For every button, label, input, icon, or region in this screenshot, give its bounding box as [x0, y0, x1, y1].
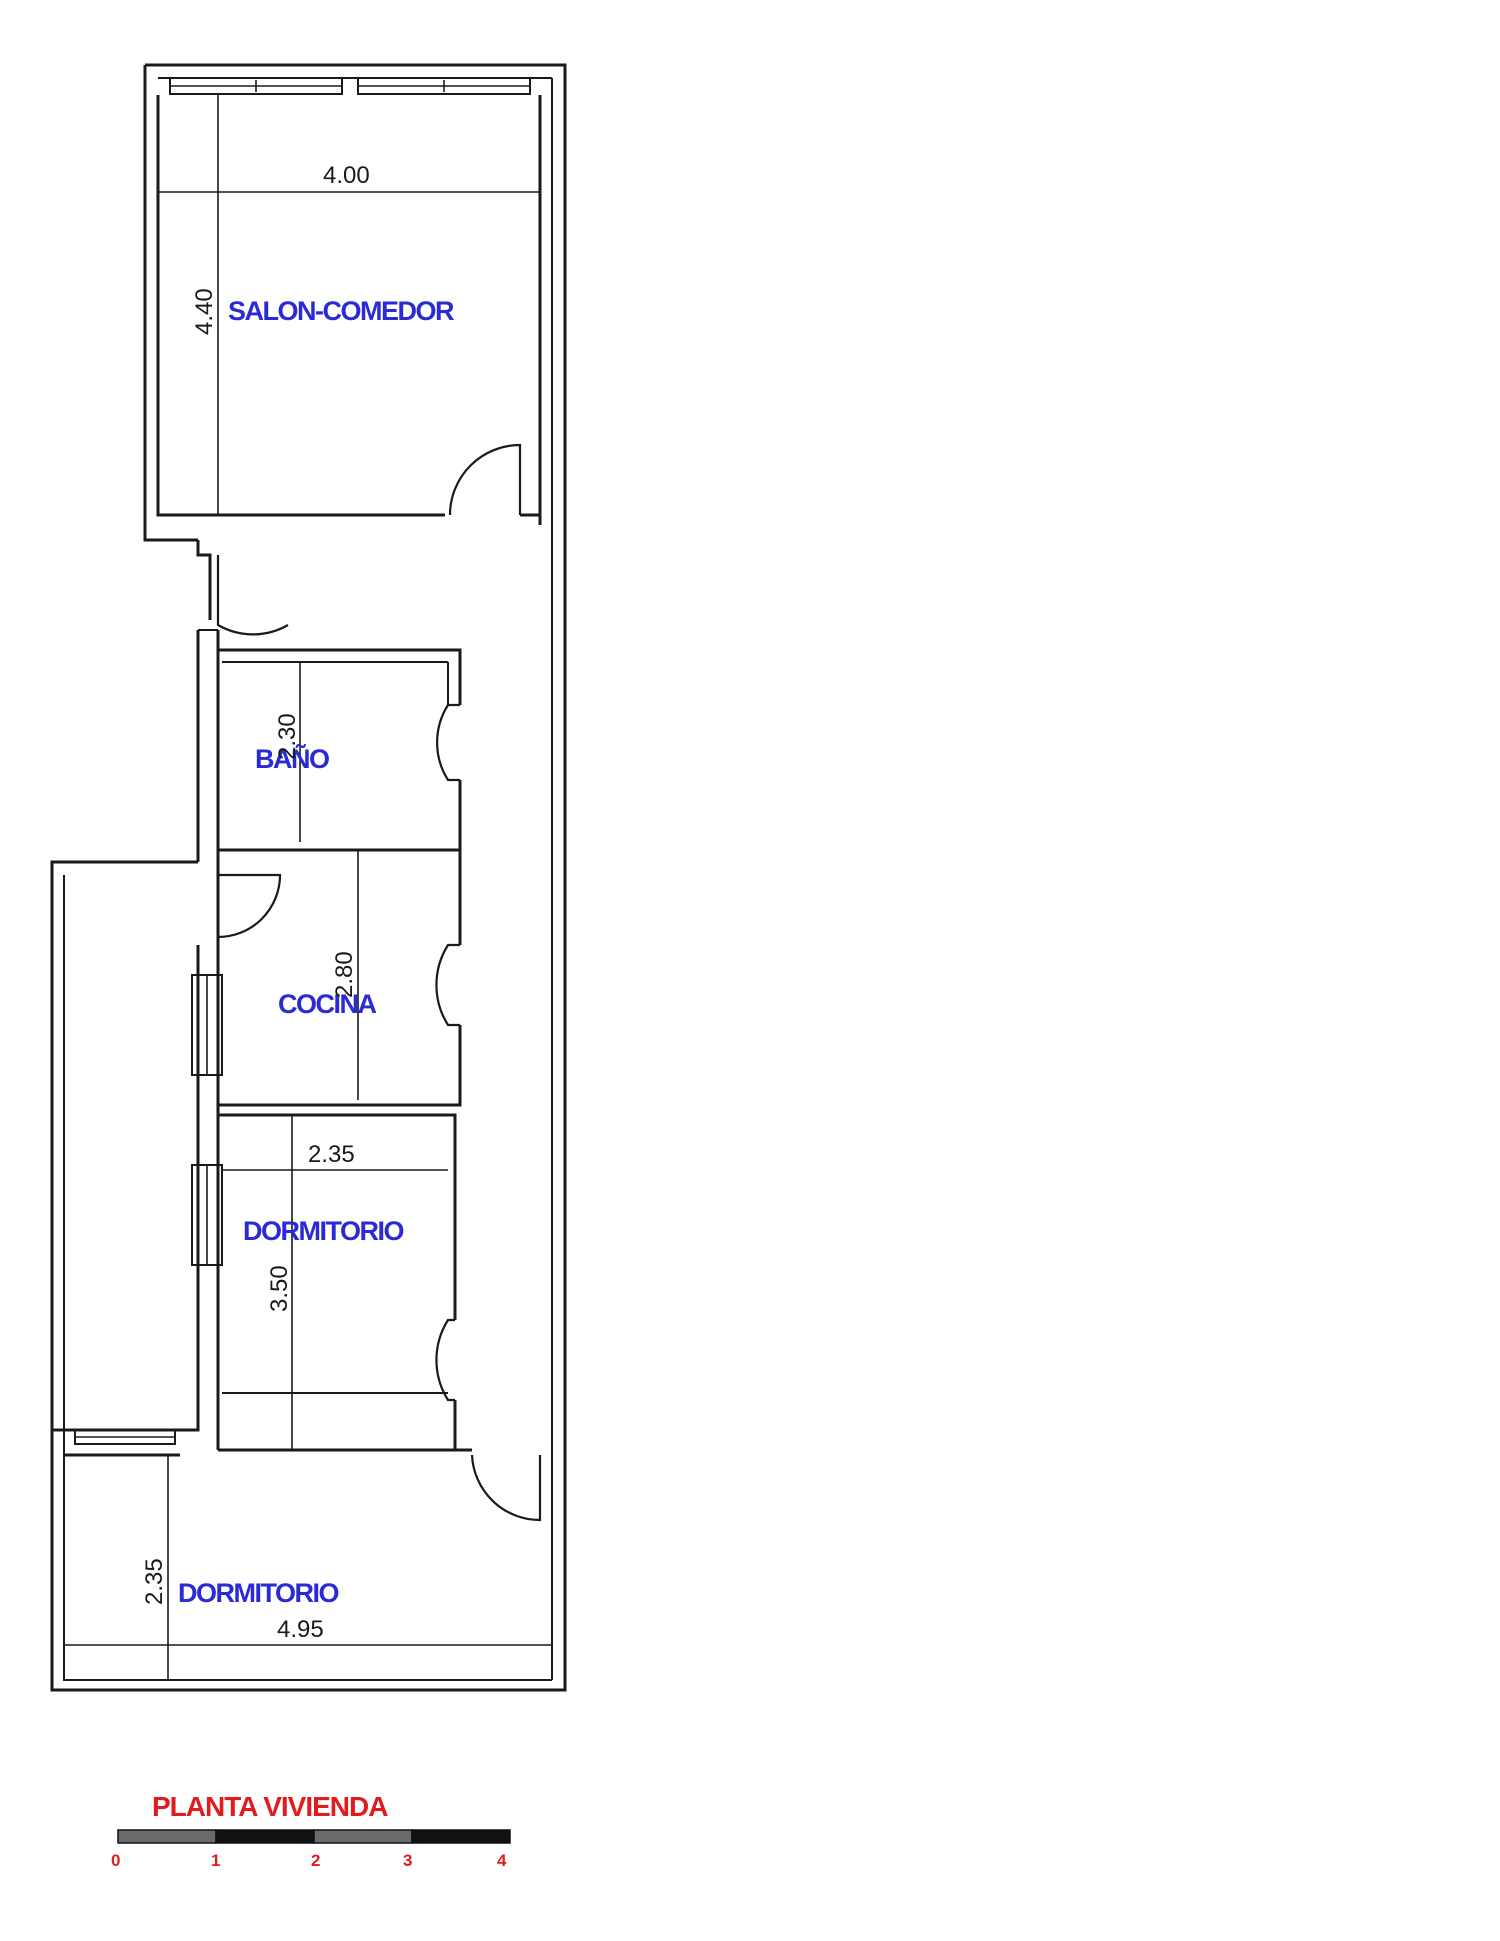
corridor-door: [455, 515, 542, 1522]
scale-tick-1: 1: [211, 1851, 220, 1870]
scale-segment-2: [313, 1829, 413, 1844]
room-label-dormitorio-2: DORMITORIO: [178, 1578, 338, 1608]
dim-bano-depth: 2.30: [274, 713, 301, 760]
room-label-cocina: COCINA: [278, 989, 376, 1019]
scale-tick-0: 0: [111, 1851, 120, 1870]
dim-dorm1-depth: 3.50: [266, 1265, 293, 1312]
scale-segment-3: [411, 1829, 511, 1844]
scale-tick-2: 2: [311, 1851, 320, 1870]
dim-cocina-depth: 2.80: [331, 951, 358, 998]
dim-dorm1-width: 2.35: [308, 1141, 355, 1168]
cocina-room: [191, 850, 462, 1107]
salon-room: [156, 95, 542, 517]
dormitorio2-room: [64, 1429, 552, 1680]
scale-segment-0: [117, 1829, 217, 1844]
room-label-bano: BAÑO: [255, 743, 329, 774]
entrance-door: [196, 540, 289, 636]
top-windows: [169, 77, 531, 95]
scale-tick-3: 3: [403, 1851, 412, 1870]
bano-room: [218, 648, 462, 852]
outer-walls: [50, 63, 567, 1692]
scale-tick-4: 4: [497, 1851, 507, 1870]
plan-title: PLANTA VIVIENDA: [152, 1791, 388, 1822]
dim-salon-depth: 4.40: [191, 288, 218, 335]
dim-dorm2-width: 4.95: [277, 1616, 324, 1643]
room-label-salon: SALON-COMEDOR: [228, 296, 454, 326]
room-label-dormitorio-1: DORMITORIO: [243, 1216, 403, 1246]
dim-dorm2-depth: 2.35: [141, 1558, 168, 1605]
interior-walls: [180, 629, 220, 1450]
scale-segment-1: [215, 1829, 315, 1844]
dim-salon-width: 4.00: [323, 162, 370, 189]
scale-bar: 0 1 2 3 4: [111, 1829, 511, 1870]
